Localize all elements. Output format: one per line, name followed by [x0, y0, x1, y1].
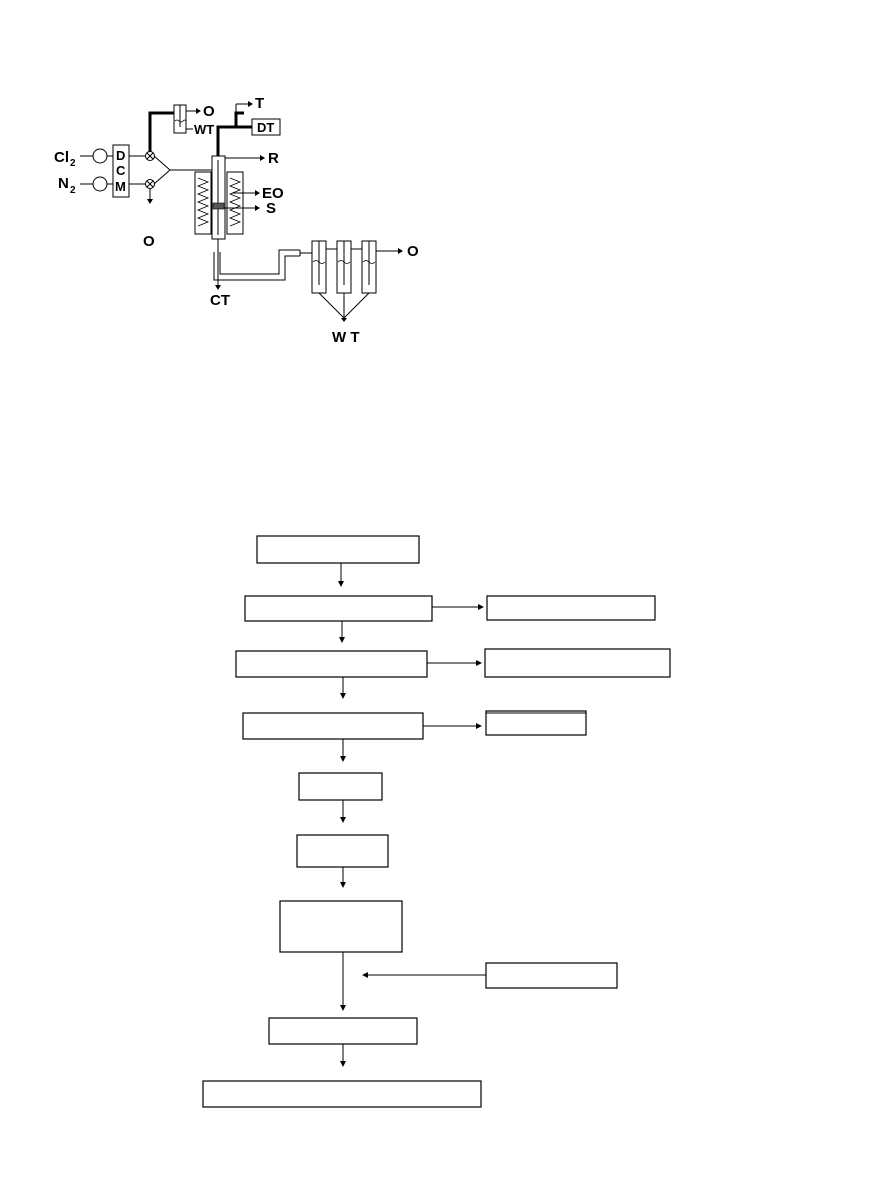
side-output-1: [486, 595, 656, 621]
flow-step-2: [244, 595, 433, 622]
r-label: R: [268, 150, 279, 167]
dt-label: DT: [257, 120, 274, 135]
bottom-wt-label: W T: [332, 329, 360, 346]
transfer-pipe-inner: [219, 249, 300, 275]
t-label: T: [255, 95, 264, 112]
cl2-flow-valve: [92, 148, 108, 164]
apparatus-schematic: Cl 2 N 2 D C M O WT: [54, 95, 419, 346]
merge-lower-line: [153, 169, 171, 185]
left-o-label: O: [143, 233, 155, 250]
flow-step-1: [256, 535, 420, 564]
flow-step-4: [242, 712, 424, 740]
flow-step-5: [298, 772, 383, 801]
n2-flow-valve: [92, 176, 108, 192]
wash-bottle-2: [336, 240, 352, 294]
reactor-top-outlet-line: [216, 111, 244, 156]
side-input: [485, 962, 618, 989]
flow-step-6: [296, 834, 389, 868]
s-label: S: [266, 200, 276, 217]
top-o-label: O: [203, 103, 215, 120]
wash-bottle-1: [311, 240, 327, 294]
sample-boat: [212, 202, 225, 210]
dcm-box: [112, 144, 130, 198]
eo-label: EO: [262, 185, 284, 202]
ct-label: CT: [210, 292, 230, 309]
n2-label: N: [58, 175, 69, 192]
flow-step-9: [202, 1080, 482, 1108]
dcm-letter-d: D: [116, 148, 125, 163]
n2-subscript: 2: [70, 185, 76, 196]
flow-step-7: [279, 900, 403, 953]
side-output-2: [484, 648, 671, 678]
right-heater: [226, 171, 244, 235]
side-output-3: [485, 710, 587, 736]
process-flowchart: [202, 535, 671, 1108]
wash-bottle-3: [361, 240, 377, 294]
transfer-pipe-outer: [213, 252, 300, 281]
flow-step-3: [235, 650, 428, 678]
merge-upper-line: [153, 155, 214, 171]
dt-box: [251, 118, 281, 136]
left-heater: [194, 171, 212, 235]
cl2-label: Cl: [54, 149, 69, 166]
dcm-letter-m: M: [115, 179, 126, 194]
right-o-label: O: [407, 243, 419, 260]
dcm-letter-c: C: [116, 163, 126, 178]
upper-valve-vent-line: [148, 111, 174, 152]
top-wt-label: WT: [194, 122, 214, 137]
cl2-subscript: 2: [70, 158, 76, 169]
flow-step-8: [268, 1017, 418, 1045]
